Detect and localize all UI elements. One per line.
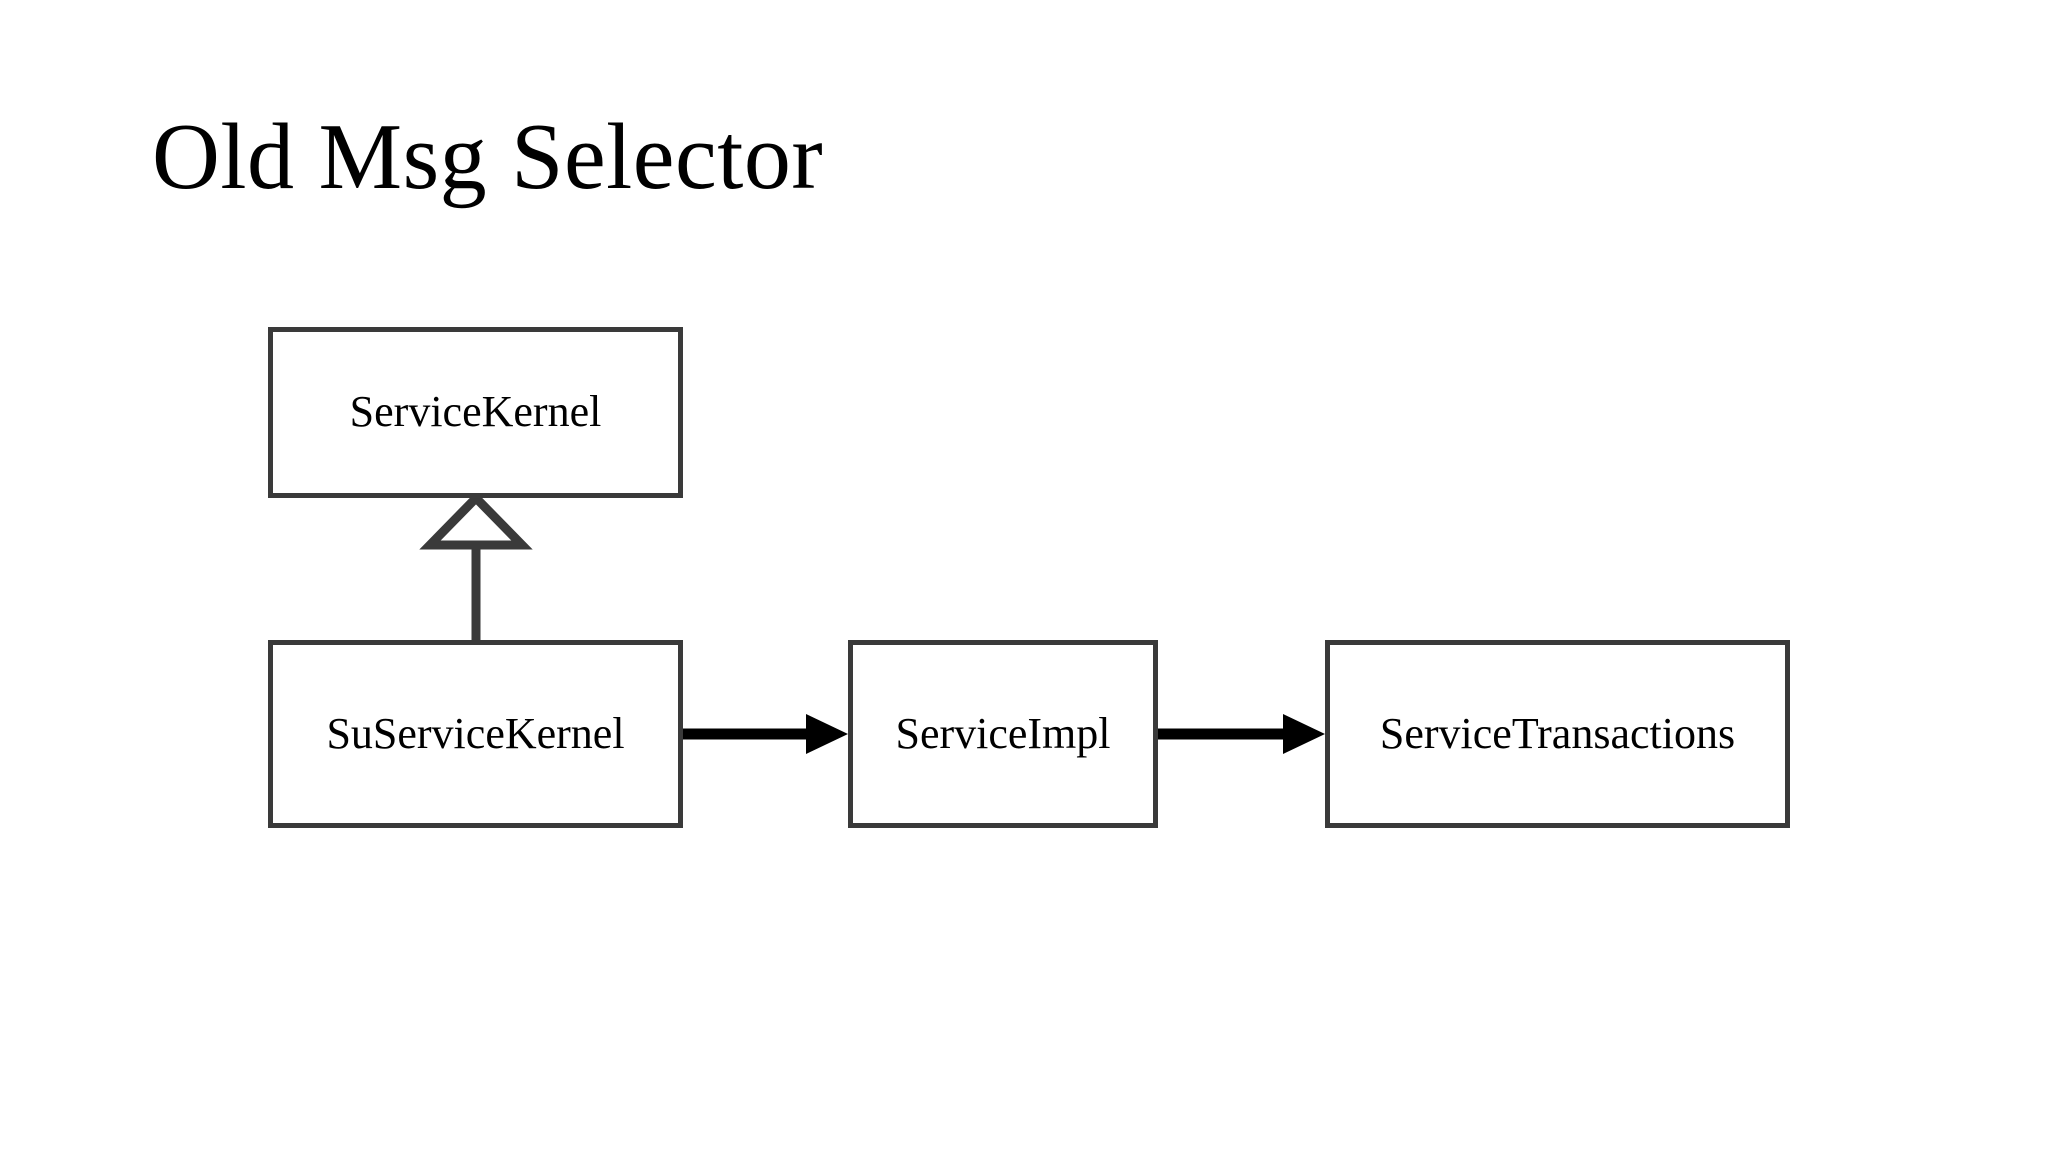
page-title: Old Msg Selector [152,105,824,209]
filled-triangle-arrowhead [806,714,848,754]
class-box-su-service-kernel[interactable]: SuServiceKernel [268,640,683,828]
class-box-service-kernel[interactable]: ServiceKernel [268,327,683,498]
hollow-triangle-arrowhead [419,491,533,550]
filled-triangle-arrowhead [1283,714,1325,754]
class-box-label: ServiceTransactions [1379,708,1736,758]
class-box-label: SuServiceKernel [326,708,625,758]
class-box-label: ServiceImpl [895,708,1111,758]
class-box-service-transactions[interactable]: ServiceTransactions [1325,640,1790,828]
association-arrow-impl-to-transactions [1158,714,1325,754]
class-box-label: ServiceKernel [349,387,602,437]
generalization-arrow-su-to-kernel [419,491,533,645]
association-arrow-su-to-impl [683,714,848,754]
class-box-service-impl[interactable]: ServiceImpl [848,640,1158,828]
